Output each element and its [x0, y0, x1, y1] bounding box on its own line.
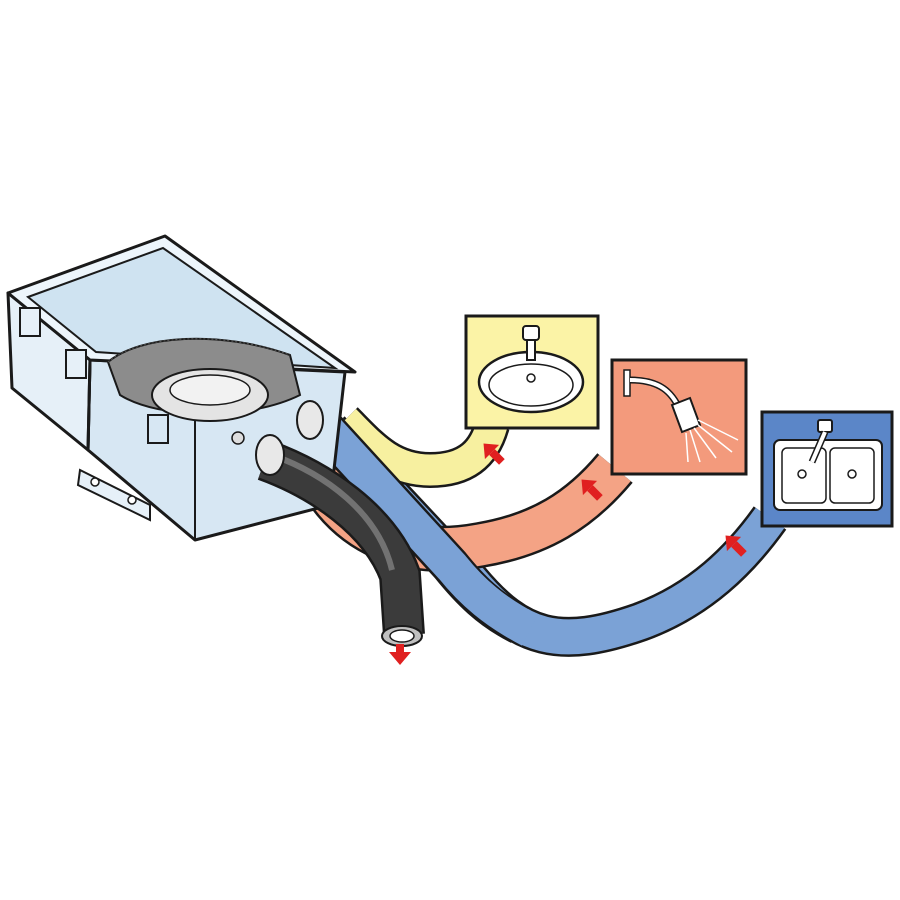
hose-fitting-icon: [255, 400, 324, 476]
discharge-arrow-icon: [389, 644, 411, 665]
flow-arrows: [389, 443, 747, 665]
kitchen-sink-drain-hose-front: [307, 411, 539, 646]
flow-arrow-icon: [725, 535, 747, 557]
mounting-bracket-icon: [76, 468, 151, 522]
vent-fitting-icon: [231, 431, 245, 445]
discharge-hose-icon: [257, 440, 425, 647]
bathroom-sink-panel: [464, 314, 600, 430]
kitchen-sink-panel: [760, 410, 894, 528]
flow-arrow-icon: [581, 479, 603, 501]
shower-panel: [610, 358, 748, 476]
box-clip-icon: [19, 307, 169, 444]
bathroom-sink-drain-hose: [332, 407, 510, 489]
double-kitchen-sink-icon: [773, 419, 883, 511]
flow-arrow-icon: [483, 443, 505, 465]
sump-box-icon: [6, 234, 357, 542]
water-spray-icon: [685, 419, 739, 463]
shower-head-icon: [623, 369, 739, 463]
mesh-strainer: [106, 337, 302, 422]
bathroom-sink-icon: [477, 325, 585, 414]
